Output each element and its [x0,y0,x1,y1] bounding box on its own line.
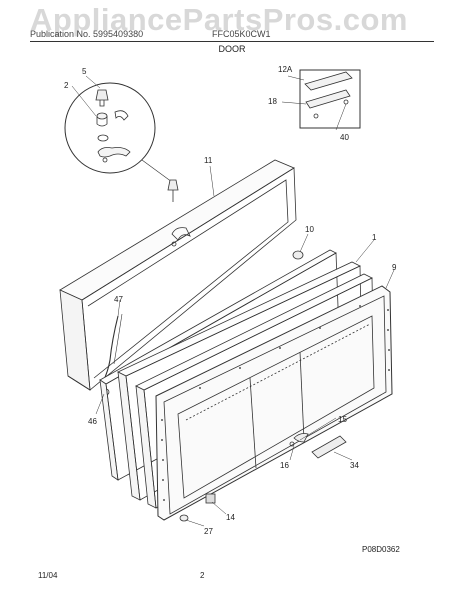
callout-12a: 12A [278,65,293,74]
model-number: FFC05K0CW1 [212,29,271,39]
inner-door-liner [155,285,393,521]
section-title: DOOR [218,44,246,54]
callout-14: 14 [226,513,235,522]
leader-lines [71,75,395,527]
callout-34: 34 [350,461,359,470]
callout-47: 47 [114,295,123,304]
callout-5: 5 [82,67,87,76]
callout-27: 27 [204,527,213,536]
footer-date: 11/04 [38,571,58,580]
callout-10: 10 [305,225,314,234]
door-liner-frames [99,249,375,509]
hinge-cover-box [299,69,361,129]
callout-1: 1 [372,233,377,242]
hinge-detail-inset [64,82,156,174]
callout-15: 15 [338,415,347,424]
drawing-code: P08D0362 [362,545,400,554]
header-rule [30,41,434,42]
footer-page-number: 2 [200,571,205,580]
callout-40: 40 [340,133,349,142]
callout-46: 46 [88,417,97,426]
callout-9: 9 [392,263,397,272]
outer-door-panel [59,159,297,391]
callout-2: 2 [64,81,69,90]
callout-11: 11 [204,156,213,165]
publication-number: Publication No. 5995409380 [30,29,144,39]
callout-16: 16 [280,461,289,470]
watermark-logo: AppliancePartsPros.com [30,2,408,37]
callout-18: 18 [268,97,277,106]
